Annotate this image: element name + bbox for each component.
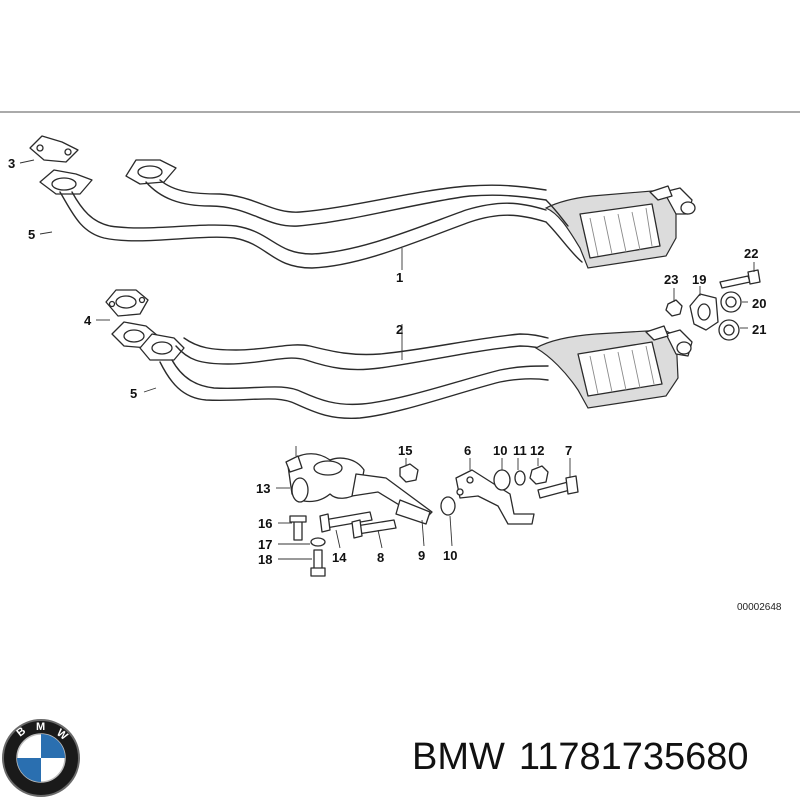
- callout-14: 14: [332, 550, 347, 565]
- callout-3: 3: [8, 156, 15, 171]
- callout-13: 13: [256, 481, 270, 496]
- callout-10-bottom: 10: [443, 548, 457, 563]
- callout-11: 11: [513, 443, 527, 458]
- callout-8: 9: [418, 548, 425, 563]
- exhaust-parts-diagram: 3 5 1 2 4 5 22 23 19 20 21 15 6 10 11 12…: [0, 111, 800, 613]
- callout-12: 12: [530, 443, 544, 458]
- brand-name: BMW: [412, 736, 505, 778]
- callout-18: 18: [258, 552, 272, 567]
- reference-code: 00002648: [737, 602, 782, 613]
- front-pipe-1: [29, 135, 696, 269]
- callout-20: 20: [752, 296, 766, 311]
- bmw-logo: B M W: [2, 719, 80, 797]
- callout-5-top: 5: [28, 227, 35, 242]
- callout-6: 6: [464, 443, 471, 458]
- callout-7: 7: [565, 443, 572, 458]
- callouts: 3 5 1 2 4 5 22 23 19 20 21 15 6 10 11 12…: [8, 156, 782, 613]
- callout-17: 17: [258, 537, 272, 552]
- callout-16: 16: [258, 516, 272, 531]
- right-hardware: [665, 269, 761, 341]
- callout-15: 15: [398, 443, 412, 458]
- part-number: 11781735680: [518, 736, 749, 778]
- callout-4: 4: [84, 313, 92, 328]
- callout-23: 23: [664, 272, 678, 287]
- leader-lines: [19, 159, 755, 560]
- callout-1: 1: [396, 270, 403, 285]
- bracket-assembly: [285, 453, 579, 577]
- callout-9: 8: [377, 550, 384, 565]
- callout-22: 22: [744, 246, 758, 261]
- callout-19: 19: [692, 272, 706, 287]
- front-pipe-2: [105, 289, 693, 420]
- callout-10-top: 10: [493, 443, 507, 458]
- svg-text:M: M: [36, 721, 45, 733]
- callout-5-bottom: 5: [130, 386, 137, 401]
- part-caption: BMW 11781735680: [412, 736, 763, 779]
- callout-21: 21: [752, 322, 766, 337]
- callout-2: 2: [396, 322, 403, 337]
